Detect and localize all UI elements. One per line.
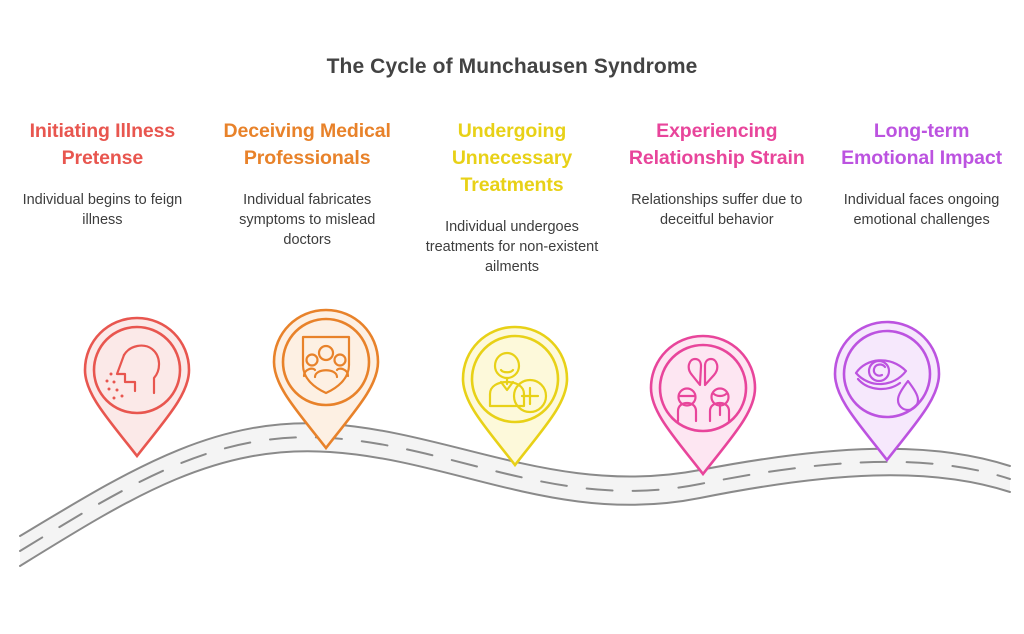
stage-description-3: Individual undergoes treatments for non-… [425, 219, 599, 275]
stage-heading-4: Experiencing Relationship Strain [628, 120, 805, 169]
sick-person-head-icon [105, 344, 161, 400]
stage-description-5: Individual faces ongoing emotional chall… [843, 192, 1000, 228]
stage-heading-1: Initiating Illness Pretense [29, 120, 176, 169]
stage-column-4: Experiencing Relationship Strain Relatio… [614, 118, 819, 277]
stage-columns: Initiating Illness Pretense Individual b… [0, 118, 1024, 277]
page-title: The Cycle of Munchausen Syndrome [326, 55, 698, 78]
stage-heading-5: Long-term Emotional Impact [841, 120, 1003, 169]
stage-pin-2[interactable] [267, 303, 385, 455]
stage-pin-3[interactable] [456, 320, 574, 472]
crying-eye-tear-icon [854, 359, 920, 412]
stage-column-2: Deceiving Medical Professionals Individu… [205, 118, 410, 277]
stage-pin-1[interactable] [78, 311, 196, 463]
stage-column-3: Undergoing Unnecessary Treatments Indivi… [410, 118, 615, 277]
road-center-dashed-line [19, 436, 1011, 552]
stage-column-5: Long-term Emotional Impact Individual fa… [819, 118, 1024, 277]
stage-description-2: Individual fabricates symptoms to mislea… [239, 192, 376, 248]
stage-heading-3: Undergoing Unnecessary Treatments [451, 120, 573, 196]
broken-heart-couple-icon [676, 357, 731, 423]
map-pin-shape-1 [83, 316, 191, 459]
stage-pin-5[interactable] [828, 315, 946, 467]
stage-description-4: Relationships suffer due to deceitful be… [631, 192, 803, 228]
stage-pin-4[interactable] [644, 329, 762, 481]
stage-column-1: Initiating Illness Pretense Individual b… [0, 118, 205, 277]
map-pin-shape-2 [272, 308, 380, 451]
road-edge-top [19, 422, 1011, 537]
map-pin-shape-4 [649, 334, 757, 477]
map-pin-shape-5 [833, 320, 941, 463]
doctor-medical-cross-icon [488, 351, 548, 414]
stage-heading-2: Deceiving Medical Professionals [223, 120, 391, 169]
stage-description-1: Individual begins to feign illness [22, 192, 183, 228]
road-edge-bottom [19, 450, 1011, 567]
shield-people-group-icon [301, 335, 351, 395]
